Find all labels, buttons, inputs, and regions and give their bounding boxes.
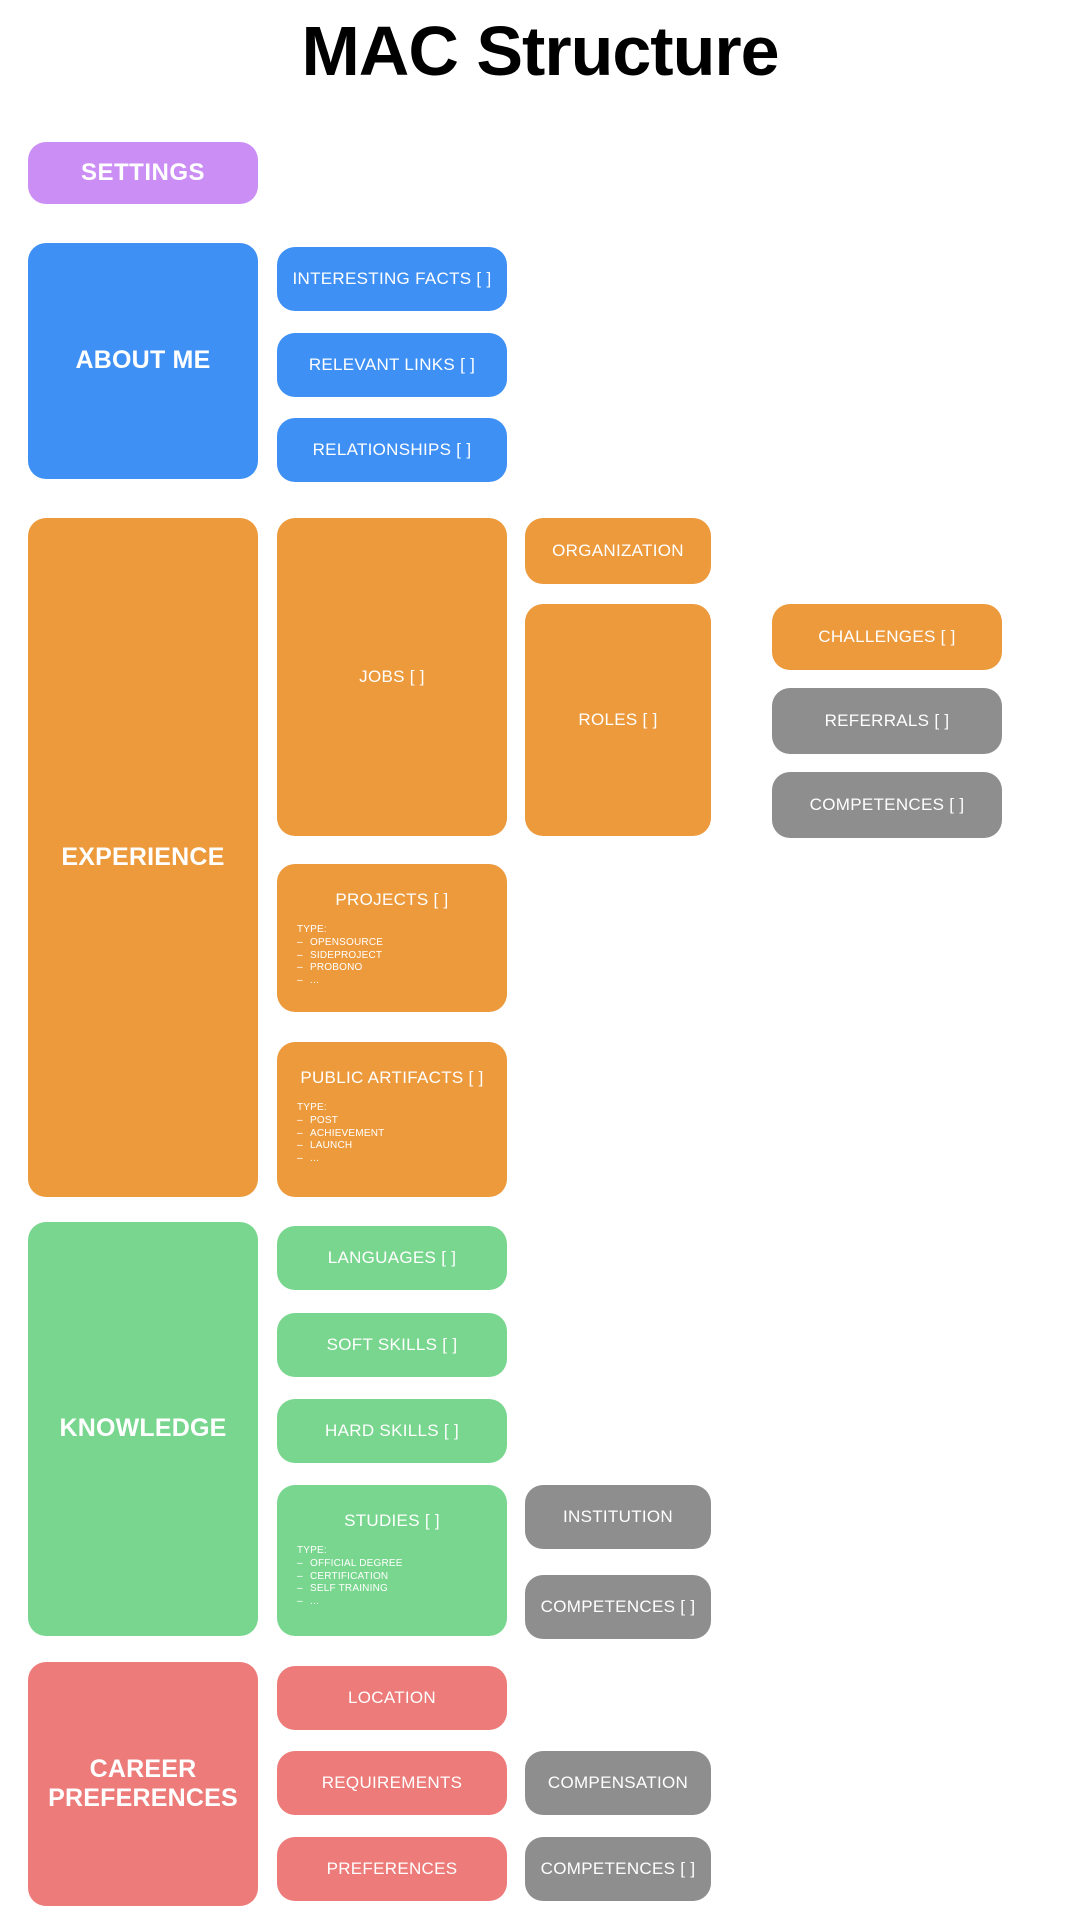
career-preferences-child-preferences[interactable]: PREFERENCES [277, 1837, 507, 1901]
soft-skills-label: SOFT SKILLS [ ] [326, 1334, 458, 1354]
projects-type-list: TYPE: –OPENSOURCE –SIDEPROJECT –PROBONO … [285, 924, 383, 988]
knowledge-child-soft-skills[interactable]: SOFT SKILLS [ ] [277, 1313, 507, 1377]
career-preferences-child-competences[interactable]: COMPETENCES [ ] [525, 1837, 711, 1901]
page-title: MAC Structure [301, 12, 779, 90]
roles-label: ROLES [ ] [578, 709, 658, 729]
knowledge-child-institution[interactable]: INSTITUTION [525, 1485, 711, 1549]
public-artifacts-type-head: TYPE: [297, 1102, 327, 1114]
public-artifacts-type-list: TYPE: –POST –ACHIEVEMENT –LAUNCH –... [285, 1102, 384, 1166]
knowledge-competences-label: COMPETENCES [ ] [540, 1596, 696, 1616]
settings-block[interactable]: SETTINGS [28, 142, 258, 204]
projects-type-head: TYPE: [297, 924, 327, 936]
institution-label: INSTITUTION [562, 1506, 673, 1526]
experience-child-roles[interactable]: ROLES [ ] [525, 604, 711, 836]
studies-type-head: TYPE: [297, 1545, 327, 1557]
experience-block[interactable]: EXPERIENCE [28, 518, 258, 1197]
projects-label: PROJECTS [ ] [335, 890, 449, 909]
studies-type-item: –SELF TRAINING [297, 1583, 388, 1595]
career-preferences-block[interactable]: CAREER PREFERENCES [28, 1662, 258, 1906]
about-me-child-relevant-links[interactable]: RELEVANT LINKS [ ] [277, 333, 507, 397]
experience-child-organization[interactable]: ORGANIZATION [525, 518, 711, 584]
settings-label: SETTINGS [80, 158, 205, 186]
studies-type-item: –OFFICIAL DEGREE [297, 1557, 403, 1569]
studies-type-item: –... [297, 1596, 319, 1608]
knowledge-child-hard-skills[interactable]: HARD SKILLS [ ] [277, 1399, 507, 1463]
public-artifacts-type-item: –... [297, 1153, 319, 1165]
knowledge-child-studies[interactable]: STUDIES [ ] TYPE: –OFFICIAL DEGREE –CERT… [277, 1485, 507, 1636]
experience-child-jobs[interactable]: JOBS [ ] [277, 518, 507, 836]
jobs-label: JOBS [ ] [359, 666, 425, 686]
experience-child-challenges[interactable]: CHALLENGES [ ] [772, 604, 1002, 670]
experience-label: EXPERIENCE [61, 842, 225, 871]
career-preferences-child-location[interactable]: LOCATION [277, 1666, 507, 1730]
knowledge-label: KNOWLEDGE [59, 1414, 227, 1443]
referrals-label: REFERRALS [ ] [824, 710, 950, 730]
knowledge-block[interactable]: KNOWLEDGE [28, 1222, 258, 1636]
experience-child-projects[interactable]: PROJECTS [ ] TYPE: –OPENSOURCE –SIDEPROJ… [277, 864, 507, 1012]
organization-label: ORGANIZATION [552, 540, 684, 560]
interesting-facts-label: INTERESTING FACTS [ ] [292, 268, 492, 288]
hard-skills-label: HARD SKILLS [ ] [325, 1420, 459, 1440]
about-me-block[interactable]: ABOUT ME [28, 243, 258, 479]
languages-label: LANGUAGES [ ] [327, 1247, 457, 1267]
relationships-label: RELATIONSHIPS [ ] [312, 439, 472, 459]
knowledge-child-languages[interactable]: LANGUAGES [ ] [277, 1226, 507, 1290]
studies-type-item: –CERTIFICATION [297, 1570, 389, 1582]
projects-type-item: –OPENSOURCE [297, 936, 384, 948]
public-artifacts-type-item: –ACHIEVEMENT [297, 1127, 385, 1139]
location-label: LOCATION [347, 1687, 437, 1707]
about-me-label: ABOUT ME [75, 346, 211, 375]
public-artifacts-type-item: –POST [297, 1114, 339, 1126]
studies-label: STUDIES [ ] [344, 1511, 440, 1530]
challenges-label: CHALLENGES [ ] [818, 626, 956, 646]
compensation-label: COMPENSATION [547, 1772, 689, 1792]
projects-type-item: –SIDEPROJECT [297, 949, 383, 961]
public-artifacts-label: PUBLIC ARTIFACTS [ ] [300, 1068, 484, 1087]
requirements-label: REQUIREMENTS [321, 1772, 463, 1792]
career-preferences-child-requirements[interactable]: REQUIREMENTS [277, 1751, 507, 1815]
experience-child-referrals[interactable]: REFERRALS [ ] [772, 688, 1002, 754]
preferences-label: PREFERENCES [326, 1858, 458, 1878]
about-me-child-interesting-facts[interactable]: INTERESTING FACTS [ ] [277, 247, 507, 311]
career-preferences-child-compensation[interactable]: COMPENSATION [525, 1751, 711, 1815]
projects-type-item: –... [297, 975, 319, 987]
knowledge-child-competences[interactable]: COMPETENCES [ ] [525, 1575, 711, 1639]
career-preferences-label-line2: PREFERENCES [48, 1784, 238, 1812]
career-preferences-label-line1: CAREER [89, 1754, 197, 1783]
public-artifacts-type-item: –LAUNCH [297, 1140, 353, 1152]
experience-child-competences[interactable]: COMPETENCES [ ] [772, 772, 1002, 838]
career-competences-label: COMPETENCES [ ] [540, 1858, 696, 1878]
competences-label: COMPETENCES [ ] [809, 794, 965, 814]
about-me-child-relationships[interactable]: RELATIONSHIPS [ ] [277, 418, 507, 482]
projects-type-item: –PROBONO [297, 962, 363, 974]
relevant-links-label: RELEVANT LINKS [ ] [308, 354, 476, 374]
experience-child-public-artifacts[interactable]: PUBLIC ARTIFACTS [ ] TYPE: –POST –ACHIEV… [277, 1042, 507, 1197]
studies-type-list: TYPE: –OFFICIAL DEGREE –CERTIFICATION –S… [285, 1545, 403, 1609]
